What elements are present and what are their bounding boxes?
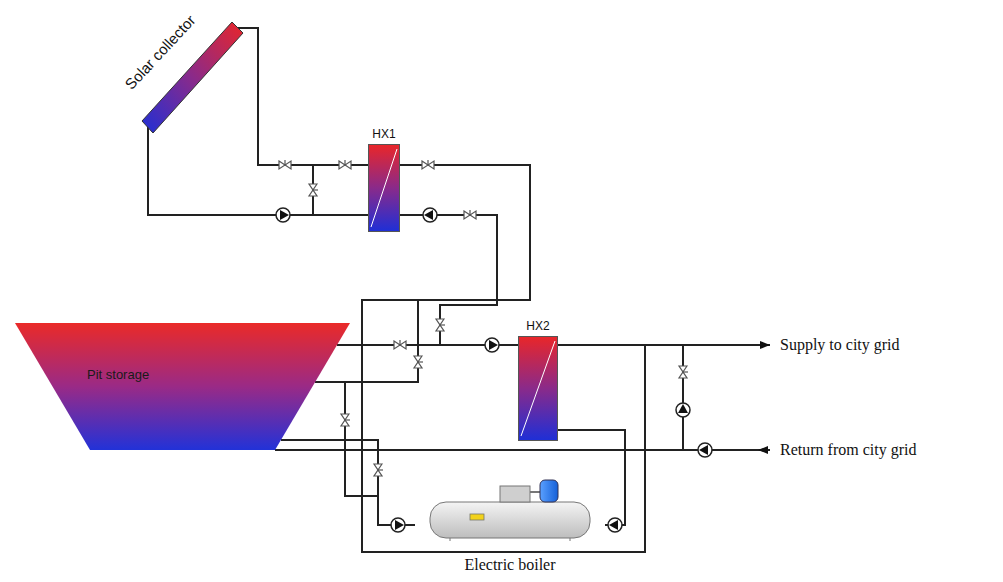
pipe-connector	[350, 215, 497, 345]
pit-trapezoid	[15, 323, 350, 450]
exchanger-plate	[369, 145, 399, 231]
collector-node: Solar collector	[95, 10, 250, 135]
grid-label: Supply to city grid	[780, 336, 900, 354]
pipe-connector	[350, 440, 415, 525]
pump-symbols	[276, 208, 712, 532]
hx-node: HX2	[518, 318, 558, 441]
boiler-tank	[415, 478, 605, 542]
flow-arrows	[758, 341, 770, 454]
valve-symbols	[279, 160, 688, 476]
pipe-lines	[148, 28, 770, 552]
exchanger-label: HX2	[526, 318, 549, 336]
pipe-connector	[250, 28, 368, 165]
heat-exchanger-box	[518, 336, 558, 441]
storage-label: Pit storage	[87, 367, 149, 382]
exchanger-label: HX1	[372, 126, 395, 144]
grid-label: Return from city grid	[780, 441, 916, 459]
heat-exchanger-box	[368, 144, 400, 232]
hx-node: HX1	[368, 126, 400, 232]
boiler-label: Electric boiler	[415, 556, 605, 574]
boiler-node: Electric boiler	[415, 478, 605, 574]
exchanger-plate	[519, 337, 557, 440]
pit-node: Pit storage	[15, 323, 350, 450]
